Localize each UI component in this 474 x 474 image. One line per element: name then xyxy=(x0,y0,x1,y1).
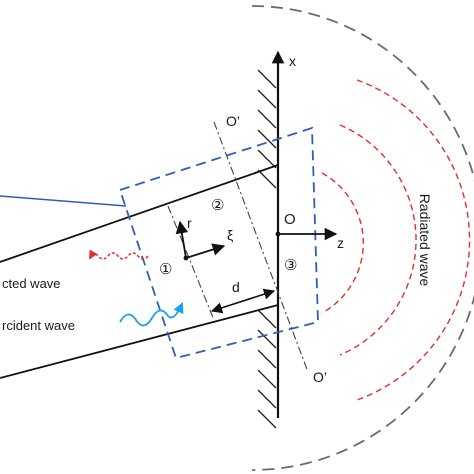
region-1-label: ① xyxy=(159,261,172,278)
o-prime-top-label: O’ xyxy=(226,113,240,129)
radiated-arc-2 xyxy=(339,124,417,356)
dashed-region-box xyxy=(118,126,319,360)
local-origin-dot xyxy=(183,255,189,261)
radiated-wave-label: Radiated wave xyxy=(417,194,433,287)
o-prime-line xyxy=(213,121,309,373)
xi-axis-arrow xyxy=(185,243,226,259)
ground-plane xyxy=(257,62,280,429)
radiated-arc-3 xyxy=(356,79,471,401)
incident-wave-arrow xyxy=(119,302,184,327)
reflected-wave-arrow xyxy=(89,249,149,260)
o-prime-bottom-label: O’ xyxy=(313,369,327,385)
incident-wave-label: rcident wave xyxy=(2,318,75,333)
callout-line xyxy=(0,195,127,207)
z-axis-label: z xyxy=(337,235,344,251)
x-axis-label: x xyxy=(289,53,296,69)
region-2-label: ② xyxy=(211,197,224,214)
region-3-label: ③ xyxy=(284,257,297,274)
waveguide-top-wall xyxy=(0,164,279,263)
distance-arrow xyxy=(210,288,276,314)
r-axis-arrow xyxy=(175,220,189,259)
reflected-wave-label: cted wave xyxy=(2,276,61,291)
outer-boundary-arc xyxy=(251,5,474,471)
radiated-arc-1 xyxy=(321,172,364,314)
xi-axis-label: ξ xyxy=(227,227,233,243)
waveguide-bottom-wall xyxy=(0,304,279,379)
r-axis-label: r xyxy=(187,215,192,231)
origin-dot xyxy=(275,231,281,237)
distance-label: d xyxy=(232,279,240,295)
origin-label: O xyxy=(284,211,296,228)
